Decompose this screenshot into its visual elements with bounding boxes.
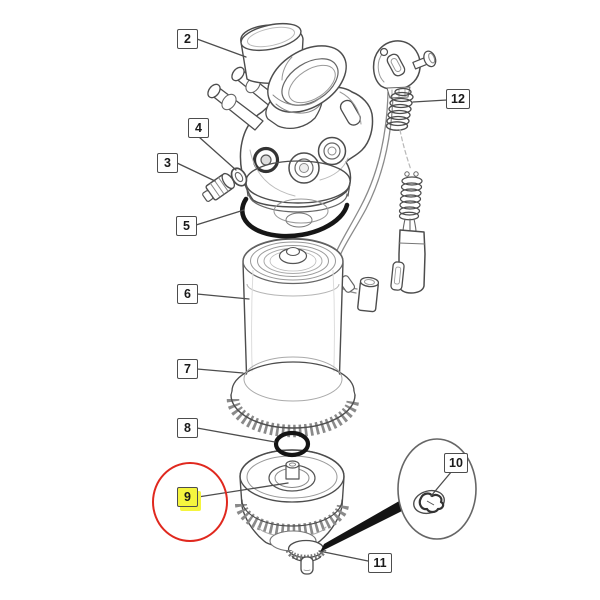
callout-2[interactable]: 2 bbox=[177, 29, 198, 49]
callout-5[interactable]: 5 bbox=[176, 216, 197, 236]
callout-3[interactable]: 3 bbox=[157, 153, 178, 173]
harness-coil-upper bbox=[385, 87, 414, 131]
callout-3-label: 3 bbox=[164, 156, 171, 170]
drain-art bbox=[285, 539, 327, 575]
oring-small-art bbox=[273, 430, 311, 458]
oring-large-art bbox=[240, 196, 350, 239]
callout-8[interactable]: 8 bbox=[177, 418, 198, 438]
collar-art bbox=[226, 356, 360, 438]
highlight-ring bbox=[152, 462, 228, 542]
callout-6[interactable]: 6 bbox=[177, 284, 198, 304]
callout-11[interactable]: 11 bbox=[368, 553, 392, 573]
callout-5-label: 5 bbox=[183, 219, 190, 233]
callout-6-label: 6 bbox=[184, 287, 191, 301]
callout-4[interactable]: 4 bbox=[188, 118, 209, 138]
harness-bolt bbox=[412, 50, 437, 70]
callout-10-label: 10 bbox=[449, 456, 463, 470]
port-right bbox=[317, 136, 347, 166]
bowl-art bbox=[235, 449, 349, 552]
callout-7[interactable]: 7 bbox=[177, 359, 198, 379]
callout-12-label: 12 bbox=[451, 92, 465, 106]
detail-pointer bbox=[320, 500, 406, 552]
leader-lines bbox=[176, 38, 453, 562]
harness-plug-connector bbox=[398, 229, 426, 294]
callout-11-label: 11 bbox=[373, 556, 387, 570]
bolt-plug-art bbox=[202, 172, 236, 202]
sensor-harness-art bbox=[330, 40, 437, 313]
callout-9-label: 9 bbox=[184, 490, 191, 504]
callout-2-label: 2 bbox=[184, 32, 191, 46]
callout-9-highlighted[interactable]: 9 bbox=[177, 487, 198, 507]
callout-7-label: 7 bbox=[184, 362, 191, 376]
callout-8-label: 8 bbox=[184, 421, 191, 435]
harness-coil-lower bbox=[398, 176, 423, 221]
primer-pump-art bbox=[240, 22, 347, 129]
callout-4-label: 4 bbox=[195, 121, 202, 135]
callout-12[interactable]: 12 bbox=[446, 89, 470, 109]
bullet-connector bbox=[357, 276, 380, 313]
callout-10[interactable]: 10 bbox=[444, 453, 468, 473]
